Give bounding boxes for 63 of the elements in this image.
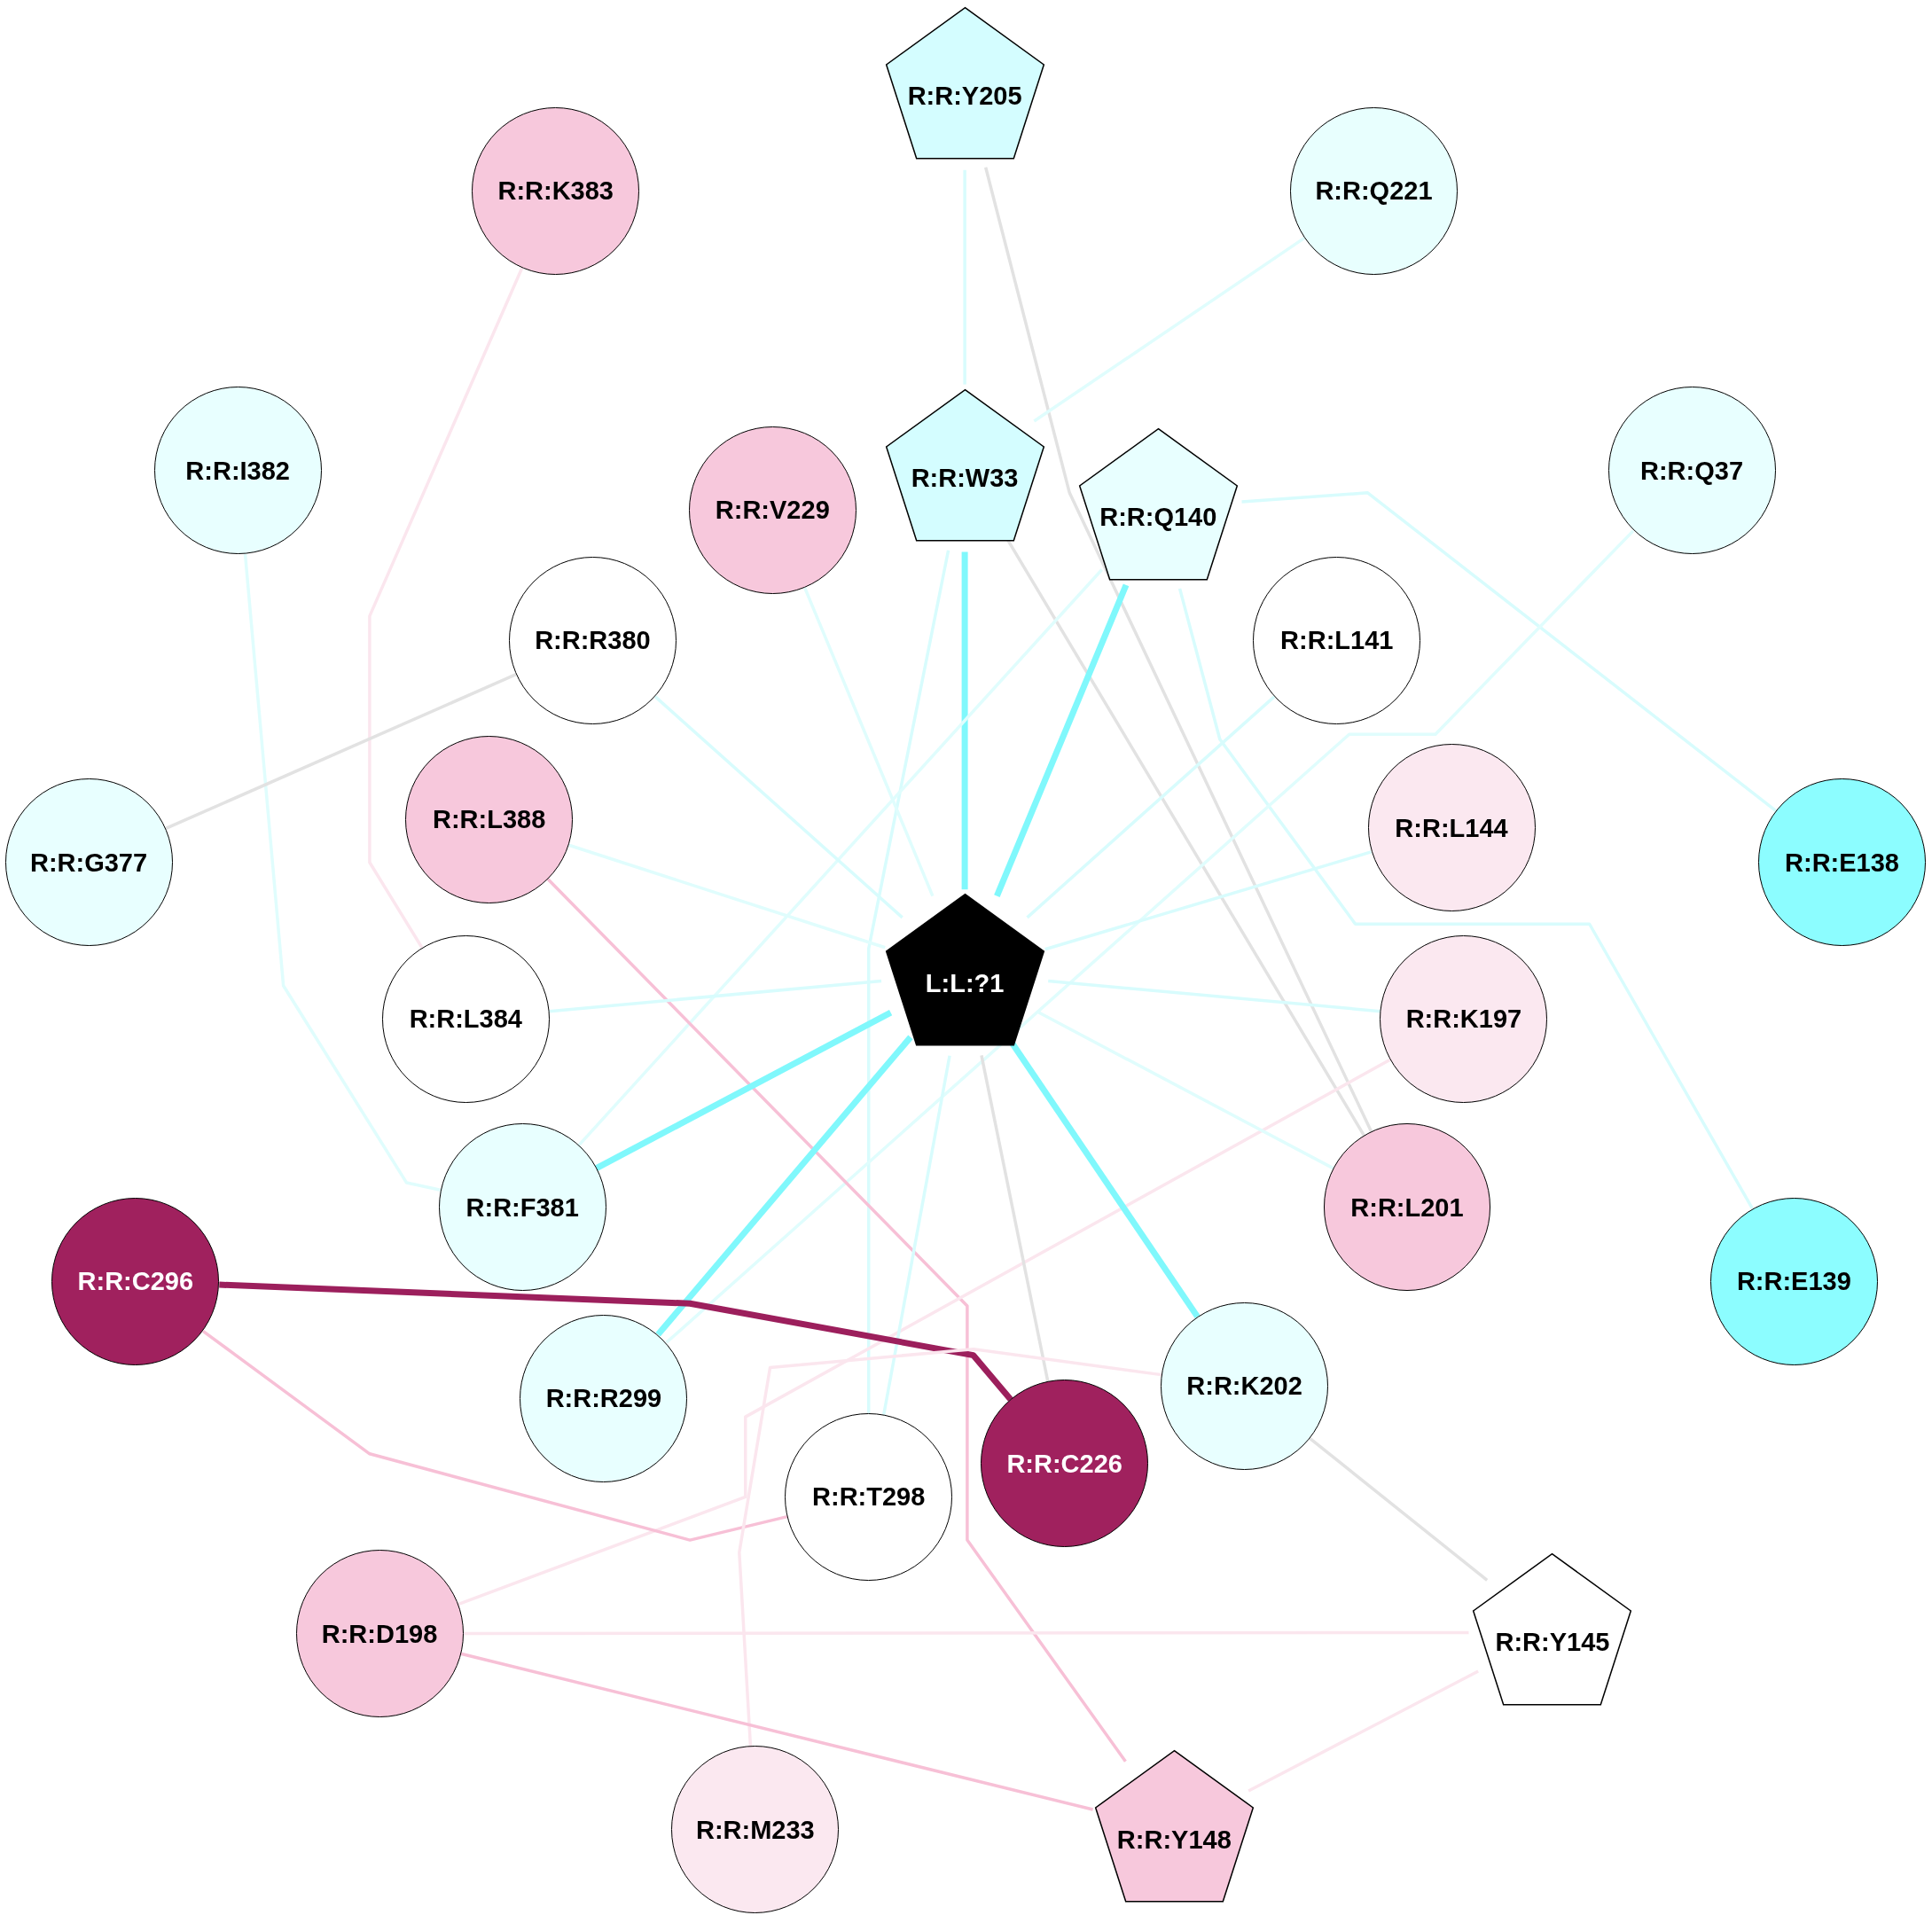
node-label: R:R:Q140 <box>1099 502 1217 534</box>
connector-line <box>802 586 935 897</box>
node-label: R:R:L388 <box>433 804 546 835</box>
connector-line <box>882 1055 951 1415</box>
node-label: R:R:K383 <box>497 176 614 207</box>
connector-line <box>1248 1669 1479 1793</box>
node-label: R:R:Y145 <box>1495 1627 1610 1659</box>
node-label: R:R:D198 <box>321 1618 438 1650</box>
connector-line <box>546 878 1127 1763</box>
connector-line <box>463 1630 1469 1636</box>
connector-line <box>368 267 524 949</box>
node-label: R:R:I382 <box>185 455 290 487</box>
node-label: R:R:V229 <box>715 495 830 527</box>
node-label: R:R:Q37 <box>1640 455 1743 487</box>
connector-line <box>595 1009 893 1171</box>
connector-line <box>1033 236 1306 423</box>
connector-line <box>460 1652 1093 1811</box>
node-label: R:R:T298 <box>812 1481 926 1513</box>
connector-line <box>984 167 1373 1133</box>
connector-line <box>457 1058 1392 1606</box>
connector-line <box>164 673 517 831</box>
node-label: R:R:L141 <box>1280 625 1394 657</box>
connector-line <box>961 551 968 890</box>
connector-line <box>994 583 1130 897</box>
node-label: R:R:R380 <box>535 625 651 657</box>
node-label: R:R:W33 <box>911 462 1019 494</box>
connector-line <box>1309 1437 1489 1582</box>
node-label: R:R:K202 <box>1186 1371 1302 1403</box>
connector-line <box>1037 1011 1334 1170</box>
node-label: R:R:Y205 <box>907 81 1022 113</box>
node-label: R:R:Y148 <box>1116 1824 1232 1856</box>
node-label: R:R:E138 <box>1785 847 1899 879</box>
connector-line <box>219 1281 1013 1402</box>
node-label: R:R:K197 <box>1405 1004 1522 1036</box>
connector-line <box>963 169 966 385</box>
connector-line <box>1177 588 1754 1210</box>
node-label: R:R:G377 <box>29 847 148 879</box>
connector-line <box>655 1035 913 1337</box>
connector-line <box>1048 979 1381 1013</box>
connector-line <box>1009 1041 1201 1319</box>
connector-line <box>866 550 950 1413</box>
node-label: R:R:R299 <box>545 1383 662 1415</box>
connector-line <box>549 979 882 1013</box>
node-label: R:R:Q221 <box>1315 176 1433 207</box>
connector-line <box>577 568 1104 1147</box>
node-label: R:R:L201 <box>1350 1192 1464 1223</box>
connector-line <box>568 843 886 950</box>
connector-line <box>1044 850 1372 951</box>
node-label: R:R:E139 <box>1736 1266 1851 1298</box>
node-label: R:R:L384 <box>409 1004 522 1036</box>
node-label: R:R:C296 <box>77 1266 194 1298</box>
node-label: R:R:C226 <box>1006 1448 1122 1480</box>
node-label: R:R:L144 <box>1395 812 1508 844</box>
connector-line <box>738 1347 1162 1747</box>
node-label: L:L:?1 <box>925 967 1005 999</box>
connector-line <box>1241 491 1778 813</box>
connector-line <box>1006 539 1365 1137</box>
connector-line <box>653 695 903 919</box>
connector-line <box>1026 695 1276 919</box>
node-label: R:R:M233 <box>695 1814 815 1846</box>
node-label: R:R:F381 <box>465 1192 579 1223</box>
connector-line <box>201 1329 788 1542</box>
connector-line <box>665 529 1635 1344</box>
